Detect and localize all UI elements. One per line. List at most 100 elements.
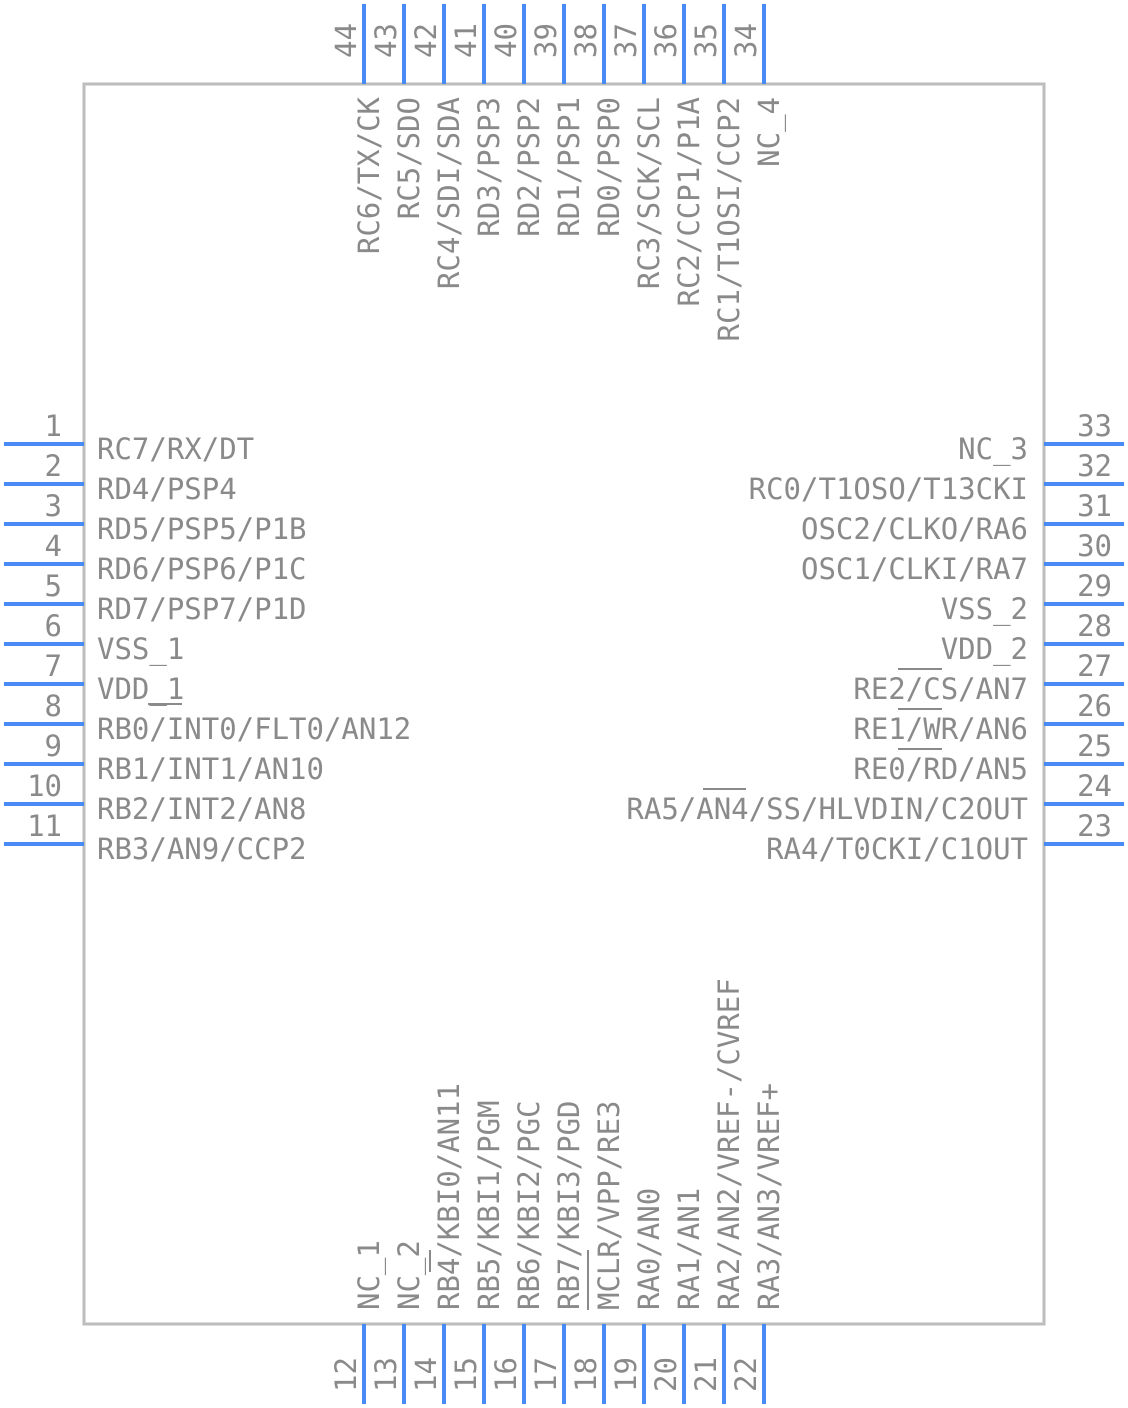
pin-label-ra3-an3-vref: RA3/AN3/VREF+ xyxy=(752,1083,786,1310)
pin-label-rb5-kbi1-pgm: RB5/KBI1/PGM xyxy=(472,1100,506,1310)
pin-label-rc1-t1osi-ccp2: RC1/T1OSI/CCP2 xyxy=(712,97,746,341)
pin-label-rd0-psp0: RD0/PSP0 xyxy=(592,97,626,237)
pin-label-ra2-an2-vref-cvref: RA2/AN2/VREF-/CVREF xyxy=(712,978,746,1310)
pin-number: 19 xyxy=(609,1357,643,1392)
pin-number: 17 xyxy=(529,1357,563,1392)
pin-number: 37 xyxy=(609,23,643,58)
pin-number: 8 xyxy=(45,689,62,723)
pin-label-rd3-psp3: RD3/PSP3 xyxy=(472,97,506,237)
pin-number: 27 xyxy=(1077,649,1112,683)
pin-number: 24 xyxy=(1077,769,1112,803)
pin-label-ra4-t0cki-c1out: RA4/T0CKI/C1OUT xyxy=(766,832,1028,866)
pin-number: 3 xyxy=(45,489,62,523)
pin-number: 20 xyxy=(649,1357,683,1392)
pin-12: 12 NC_1 xyxy=(329,1240,387,1404)
pin-number: 13 xyxy=(369,1357,403,1392)
pin-label-re1-wr-an6: RE1/WR/AN6 xyxy=(853,712,1028,746)
pin-number: 26 xyxy=(1077,689,1112,723)
pin-number: 33 xyxy=(1077,409,1112,443)
pin-label-vss-1: VSS_1 xyxy=(97,632,184,667)
pin-label-rb7-kbi3-pgd: RB7/KBI3/PGD xyxy=(552,1100,586,1310)
pin-label-rd5-psp5-p1b: RD5/PSP5/P1B xyxy=(97,512,307,546)
pin-20: 20 RA1/AN1 xyxy=(649,1188,706,1404)
pin-number: 35 xyxy=(689,23,723,58)
pin-label-rd6-psp6-p1c: RD6/PSP6/P1C xyxy=(97,552,307,586)
pin-label-nc-1: NC_1 xyxy=(352,1240,387,1310)
pin-number: 10 xyxy=(27,769,62,803)
pin-label-rc5-sdo: RC5/SDO xyxy=(392,97,426,219)
pin-label-rc3-sck-scl: RC3/SCK/SCL xyxy=(632,97,666,289)
pin-label-rd1-psp1: RD1/PSP1 xyxy=(552,97,586,237)
pin-number: 4 xyxy=(45,529,62,563)
pin-label-ra5-an4-ss-hlvdin-c2out: RA5/AN4/SS/HLVDIN/C2OUT xyxy=(626,792,1028,826)
pin-number: 1 xyxy=(45,409,62,443)
pin-21: 21 RA2/AN2/VREF-/CVREF xyxy=(689,978,746,1404)
pin-number: 5 xyxy=(45,569,62,603)
pin-number: 44 xyxy=(329,23,363,58)
pin-label-nc-2: NC_2 xyxy=(392,1240,427,1310)
pin-number: 41 xyxy=(449,23,483,58)
pin-number: 28 xyxy=(1077,609,1112,643)
pin-label-vss-2: VSS_2 xyxy=(941,592,1028,627)
pin-number: 16 xyxy=(489,1357,523,1392)
pin-15: 15 RB5/KBI1/PGM xyxy=(449,1100,506,1404)
pin-number: 11 xyxy=(27,809,62,843)
pin-number: 22 xyxy=(729,1357,763,1392)
pin-label-nc-4: NC_4 xyxy=(752,97,787,167)
pin-label-rb2-int2-an8: RB2/INT2/AN8 xyxy=(97,792,307,826)
pin-number: 6 xyxy=(45,609,62,643)
pin-number: 15 xyxy=(449,1357,483,1392)
pin-label-rd2-psp2: RD2/PSP2 xyxy=(512,97,546,237)
pins-layer: 1RC7/RX/DT2RD4/PSP43RD5/PSP5/P1B4RD6/PSP… xyxy=(4,4,1124,1404)
pin-label-rb6-kbi2-pgc: RB6/KBI2/PGC xyxy=(512,1100,546,1310)
pin-label-rb3-an9-ccp2: RB3/AN9/CCP2 xyxy=(97,832,307,866)
pin-label-ra1-an1: RA1/AN1 xyxy=(672,1188,706,1310)
pin-number: 7 xyxy=(45,649,62,683)
pin-number: 12 xyxy=(329,1357,363,1392)
pin-label-rc4-sdi-sda: RC4/SDI/SDA xyxy=(432,97,466,289)
pin-label-rc6-tx-ck: RC6/TX/CK xyxy=(352,96,386,254)
pin-label-rd7-psp7-p1d: RD7/PSP7/P1D xyxy=(97,592,307,626)
pin-number: 2 xyxy=(45,449,62,483)
pin-number: 30 xyxy=(1077,529,1112,563)
pin-22: 22 RA3/AN3/VREF+ xyxy=(729,1083,786,1404)
pin-label-re2-cs-an7: RE2/CS/AN7 xyxy=(853,672,1028,706)
pin-label-osc1-clki-ra7: OSC1/CLKI/RA7 xyxy=(801,552,1028,586)
pin-number: 23 xyxy=(1077,809,1112,843)
pin-17: 17 RB7/KBI3/PGD xyxy=(529,1100,586,1404)
pin-label-rb0-int0-flt0-an12: RB0/INT0/FLT0/AN12 xyxy=(97,712,411,746)
pin-number: 39 xyxy=(529,23,563,58)
pin-number: 36 xyxy=(649,23,683,58)
pin-number: 38 xyxy=(569,23,603,58)
pin-number: 21 xyxy=(689,1357,723,1392)
active-low-overbars xyxy=(148,668,942,1310)
pin-number: 34 xyxy=(729,23,763,58)
pin-label-rd4-psp4: RD4/PSP4 xyxy=(97,472,237,506)
pin-number: 43 xyxy=(369,23,403,58)
